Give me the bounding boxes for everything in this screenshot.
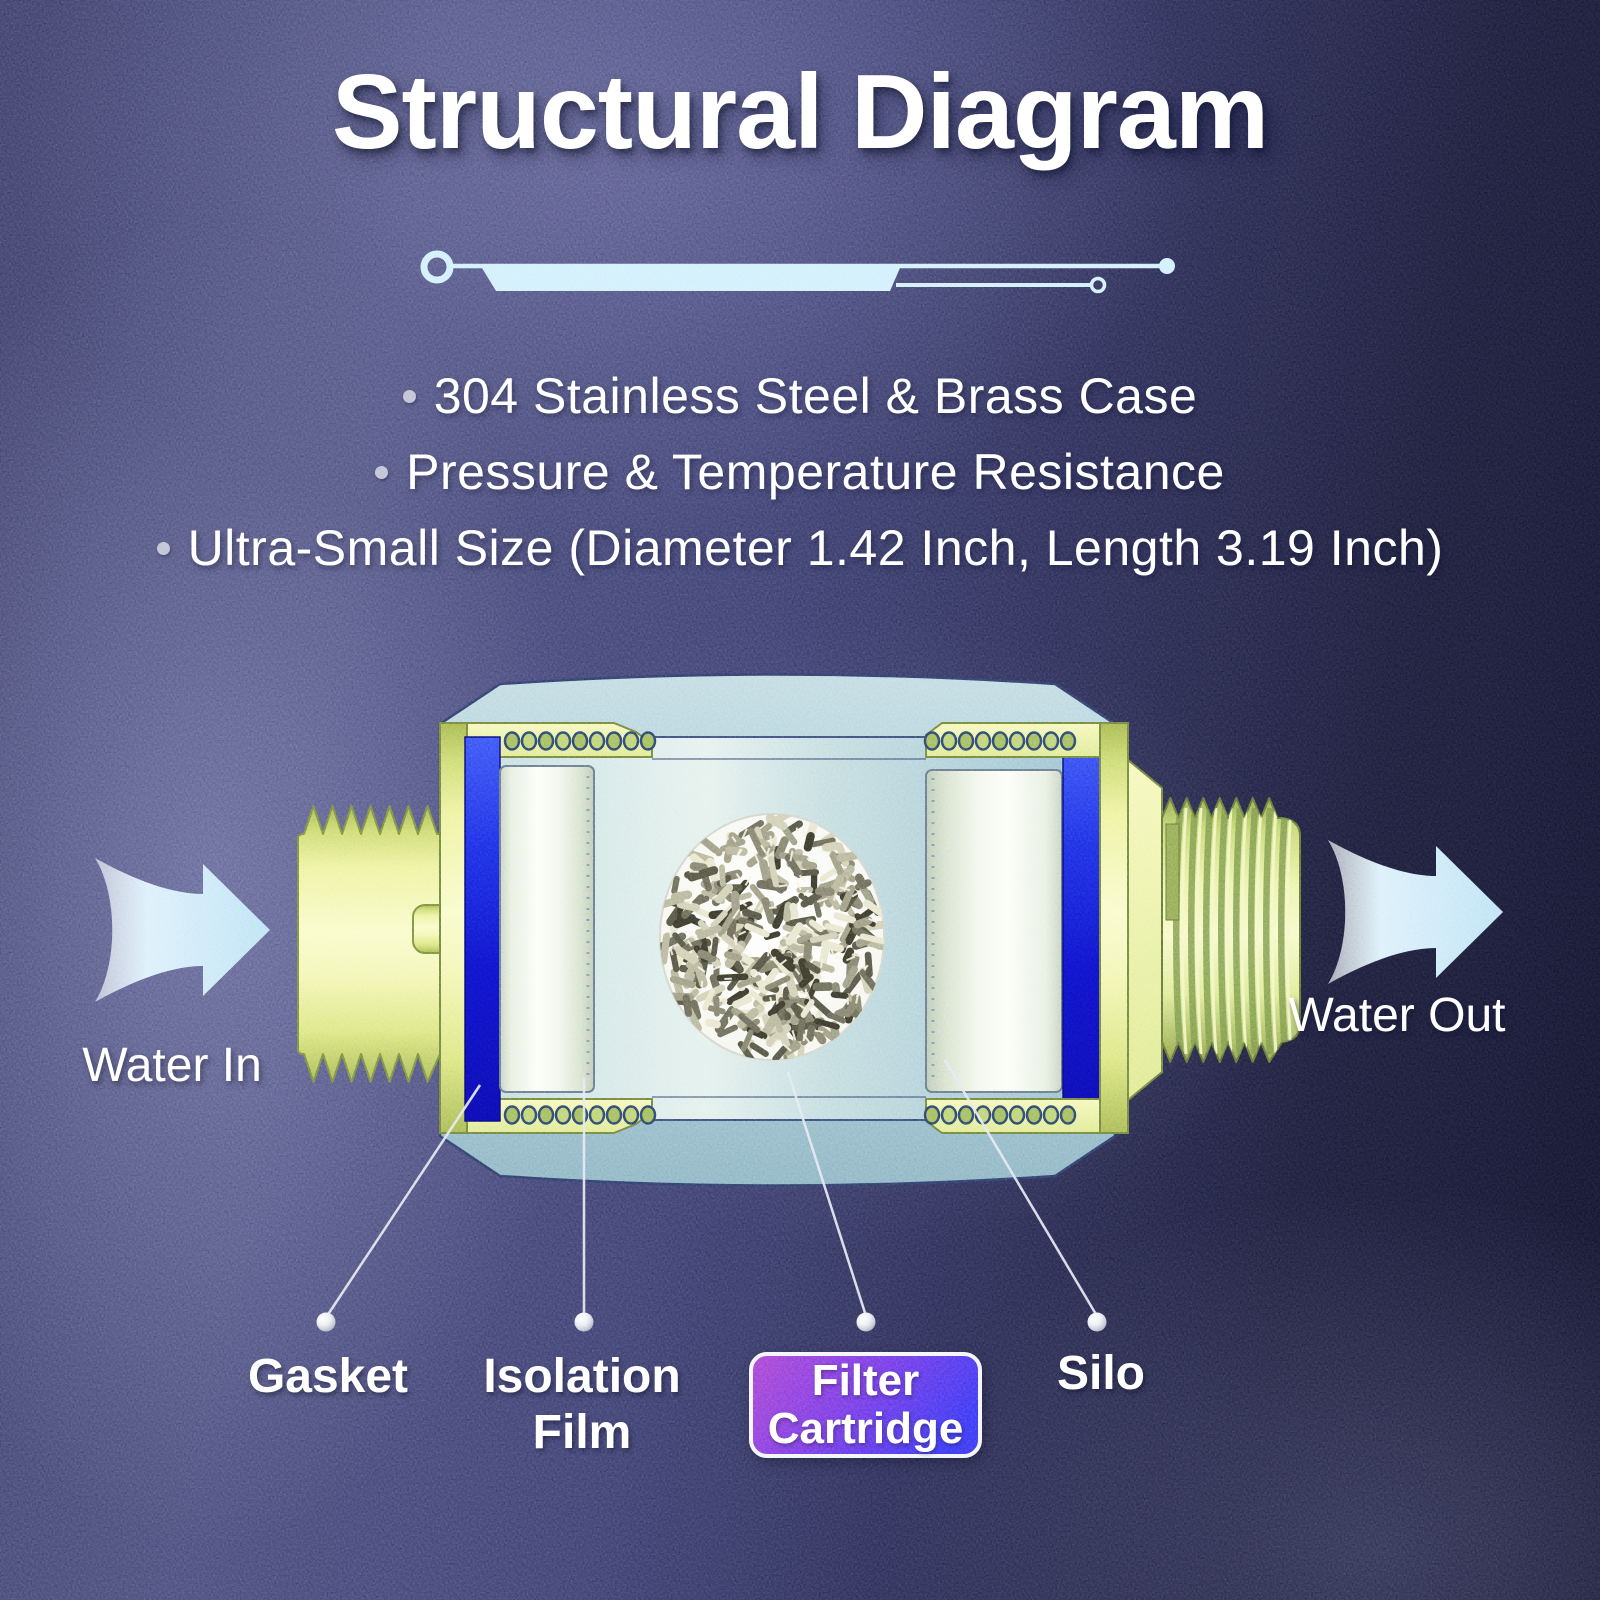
- spec-item: 304 Stainless Steel & Brass Case: [0, 358, 1600, 434]
- gasket-right: [1062, 736, 1101, 1121]
- bullet-dot-icon: [156, 541, 170, 555]
- isolation-film-left: [499, 765, 595, 1093]
- bullet-dot-icon: [375, 465, 389, 479]
- badge-line: Cartridge: [767, 1404, 964, 1453]
- label-line: Isolation: [483, 1350, 681, 1403]
- divider-ring-right-icon: [1089, 276, 1107, 294]
- page-title: Structural Diagram: [331, 53, 1269, 171]
- label-silo: Silo: [1056, 1347, 1145, 1400]
- spec-text: Pressure & Temperature Resistance: [406, 444, 1225, 500]
- silo-cavity: [464, 736, 1101, 1121]
- spec-text: Ultra-Small Size (Diameter 1.42 Inch, Le…: [187, 520, 1444, 576]
- steel-case-body: [438, 673, 1117, 1187]
- leader-dot-isolation-film-icon: [574, 1312, 594, 1332]
- leader-dot-silo-icon: [1087, 1312, 1107, 1332]
- outlet-thread-ridges: [1165, 807, 1293, 1055]
- outlet-fitting-shoulder: [1127, 757, 1163, 1103]
- spec-list: 304 Stainless Steel & Brass Case Pressur…: [0, 358, 1600, 586]
- leader-line-filter-cartridge: [786, 1071, 868, 1317]
- divider-end-dot-icon: [1159, 258, 1175, 274]
- right-end-cap-top-arm: [925, 722, 1101, 758]
- inlet-nipple: [412, 904, 470, 954]
- isolation-film-right: [925, 769, 1063, 1093]
- bullet-dot-icon: [402, 389, 416, 403]
- leader-line-gasket: [325, 1084, 482, 1317]
- right-end-cap-bottom-arm: [925, 1098, 1101, 1134]
- divider-bar: [482, 268, 900, 291]
- left-end-cap-collar: [439, 722, 468, 1134]
- label-isolation-film: Isolation Film: [452, 1349, 712, 1461]
- spring-thread-coils: [503, 731, 1077, 1125]
- water-out-arrow-icon: [1328, 840, 1503, 984]
- leader-dot-filter-cartridge-icon: [856, 1312, 876, 1332]
- divider-ring-left-icon: [420, 250, 454, 284]
- filter-media-shavings: [660, 814, 884, 1060]
- right-end-cap-collar: [1099, 722, 1129, 1134]
- filter-cartridge-badge: Filter Cartridge: [749, 1352, 982, 1458]
- badge-line: Filter: [811, 1356, 920, 1405]
- water-in-label: Water In: [82, 1039, 262, 1092]
- filter-media-backing: [659, 813, 885, 1061]
- inlet-threaded-fitting: [297, 805, 441, 1083]
- water-out-label: Water Out: [1288, 989, 1506, 1042]
- label-line: Film: [532, 1406, 632, 1459]
- left-end-cap-top-arm: [439, 722, 653, 758]
- label-gasket: Gasket: [247, 1350, 409, 1403]
- water-in-arrow-icon: [95, 858, 270, 1002]
- spec-item: Pressure & Temperature Resistance: [0, 434, 1600, 510]
- left-end-cap-bottom-arm: [439, 1098, 653, 1134]
- section-divider: [420, 250, 1175, 294]
- spec-item: Ultra-Small Size (Diameter 1.42 Inch, Le…: [0, 510, 1600, 586]
- leader-dot-gasket-icon: [316, 1312, 336, 1332]
- spec-text: 304 Stainless Steel & Brass Case: [433, 368, 1198, 424]
- leader-line-silo: [943, 1059, 1099, 1317]
- gasket-left: [464, 736, 501, 1122]
